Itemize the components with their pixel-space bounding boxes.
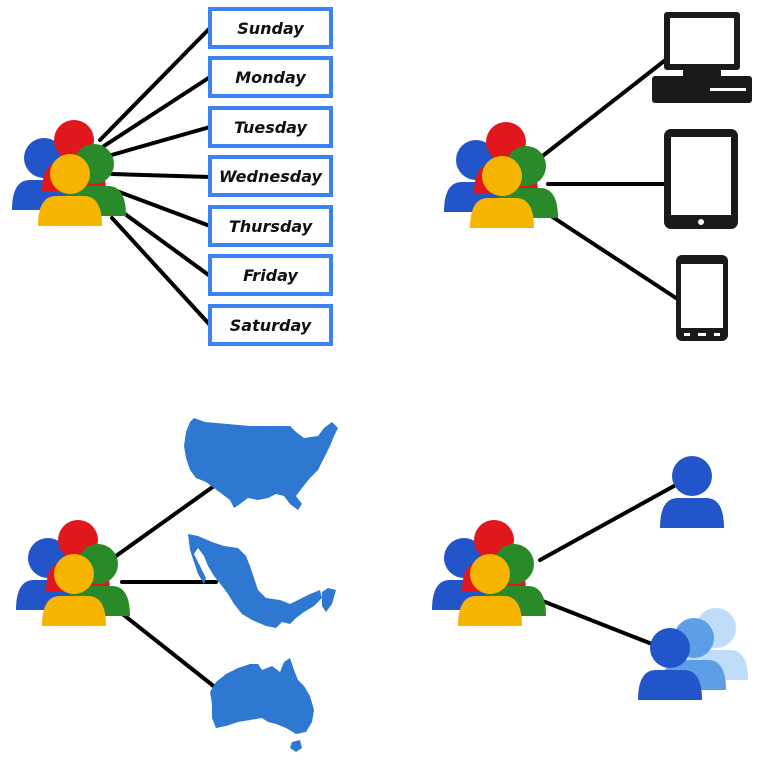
usa-map-icon (184, 418, 338, 510)
day-box-tuesday: Tuesday (208, 106, 333, 148)
people-connectors (538, 484, 676, 646)
smartphone-icon (676, 255, 728, 341)
single-person-icon (660, 456, 724, 528)
days-group: Sunday Monday Tuesday Wednesday Thursday… (12, 7, 333, 346)
countries-connectors (114, 484, 218, 690)
day-label-friday: Friday (243, 266, 298, 285)
day-box-wednesday: Wednesday (208, 155, 333, 197)
day-label-thursday: Thursday (229, 217, 313, 236)
desktop-computer-icon (652, 12, 752, 103)
day-label-sunday: Sunday (237, 19, 304, 38)
day-label-saturday: Saturday (230, 316, 312, 335)
day-box-thursday: Thursday (208, 205, 333, 247)
countries-group (16, 418, 338, 752)
people-cluster-icon (432, 520, 546, 626)
day-box-saturday: Saturday (208, 304, 333, 346)
mexico-map-icon (188, 534, 336, 628)
day-label-monday: Monday (235, 68, 306, 87)
day-box-friday: Friday (208, 254, 333, 296)
people-cluster-icon (16, 520, 130, 626)
day-box-monday: Monday (208, 56, 333, 98)
day-box-sunday: Sunday (208, 7, 333, 49)
multiple-people-icon (638, 608, 748, 700)
people-group (432, 456, 748, 700)
day-label-tuesday: Tuesday (234, 118, 307, 137)
devices-connectors (538, 56, 678, 300)
day-label-wednesday: Wednesday (219, 167, 322, 186)
people-cluster-icon (12, 120, 126, 226)
day-boxes: Sunday Monday Tuesday Wednesday Thursday… (208, 7, 333, 346)
devices-group (444, 12, 752, 341)
tablet-icon (664, 129, 738, 229)
people-cluster-icon (444, 122, 558, 228)
australia-map-icon (210, 658, 314, 752)
days-connectors (98, 26, 212, 327)
